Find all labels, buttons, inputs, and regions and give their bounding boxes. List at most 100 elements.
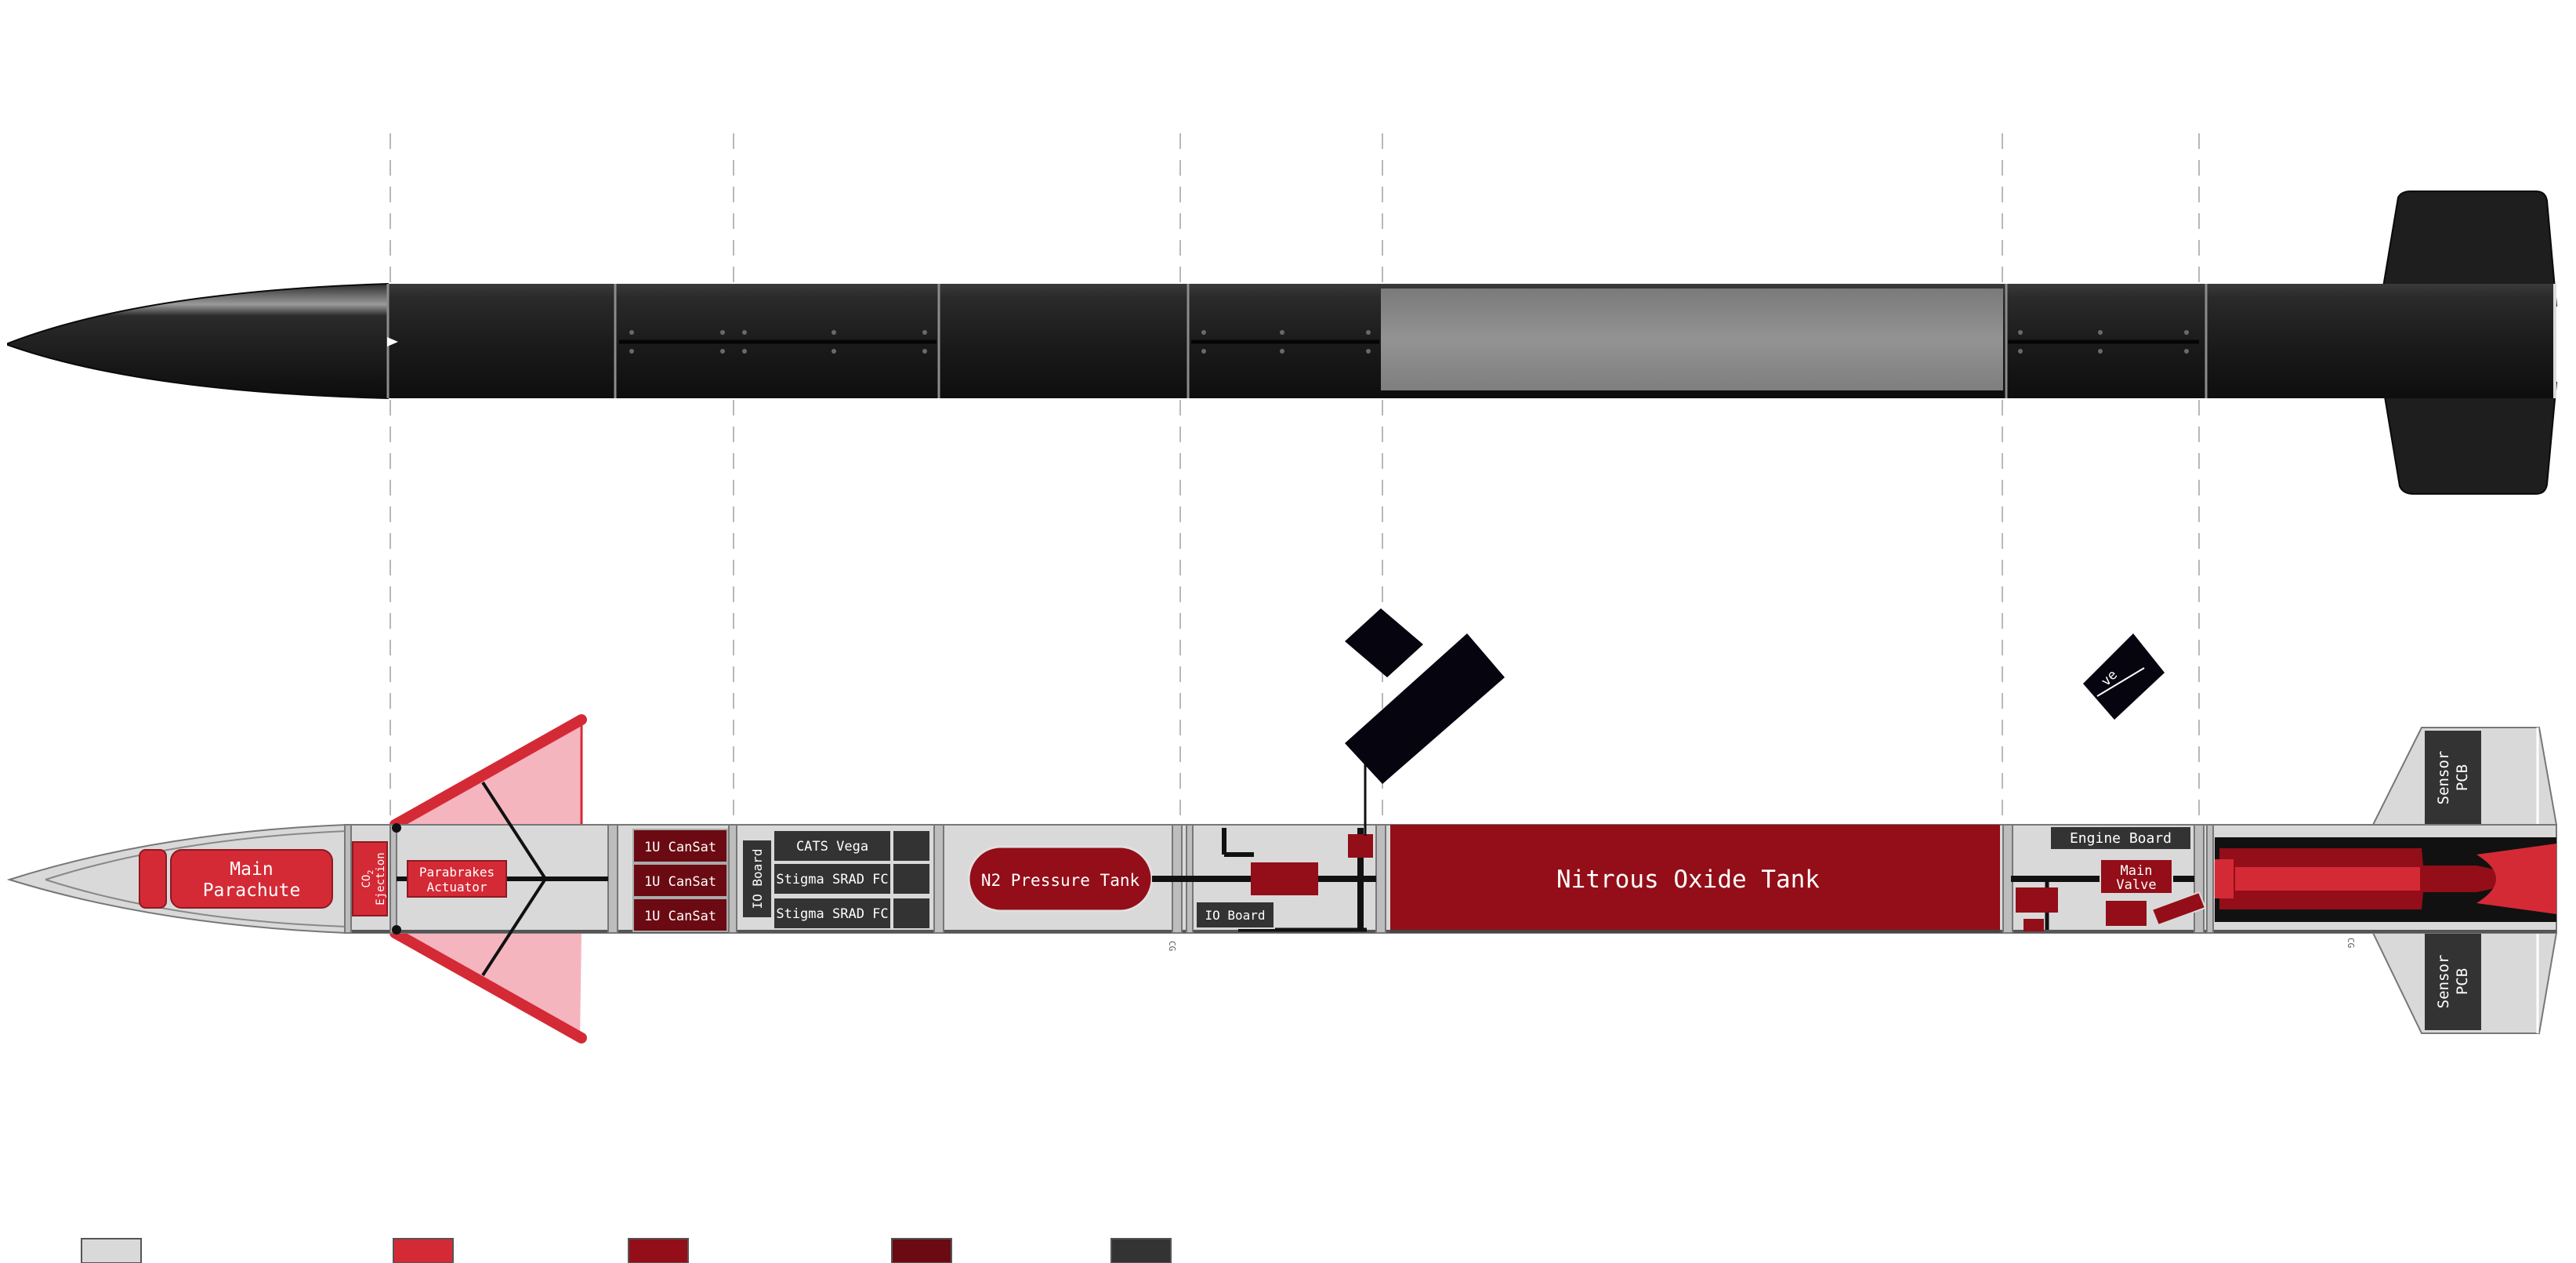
screw (1366, 349, 1371, 354)
purge-valve-small (2023, 919, 2044, 931)
regulator (1251, 862, 1318, 895)
screw (831, 330, 836, 335)
screw (2184, 349, 2189, 354)
co2-ejection (352, 841, 388, 916)
tank-window (1381, 289, 2003, 390)
screw (831, 349, 836, 354)
pivot (392, 925, 401, 935)
rocket-exterior-render (7, 191, 2558, 495)
screw (922, 330, 927, 335)
legend-swatch-structure (81, 1238, 142, 1263)
nitrous-oxide-tank (1390, 825, 2000, 931)
sensor-pcb-top (2425, 731, 2481, 825)
main-parachute-label-1: Main (230, 859, 273, 880)
cansat-1 (632, 829, 728, 863)
cansat-1-label: 1U CanSat (644, 840, 716, 855)
parabrakes-label-2: Actuator (426, 880, 487, 895)
parabrakes-actuator (407, 860, 507, 898)
nitrous-oxide-tank-label: Nitrous Oxide Tank (1556, 866, 1820, 894)
legend-swatch-recovery (393, 1238, 454, 1263)
screw (1280, 349, 1284, 354)
n2-pressure-tank-label: N2 Pressure Tank (981, 871, 1140, 890)
screw (629, 349, 634, 354)
screw (720, 349, 725, 354)
injector (2215, 859, 2234, 898)
rocket-cutaway-schematic: Main Parachute CO2 Ejection Parabrakes A… (6, 608, 2558, 1043)
screw (1366, 330, 1371, 335)
battery-2 (893, 864, 929, 894)
battery-3 (893, 898, 929, 928)
screw (2098, 349, 2103, 354)
screw (1201, 349, 1206, 354)
co2-label: CO (360, 875, 373, 888)
main-parachute (170, 849, 333, 909)
cats-vega (774, 831, 890, 861)
stigma-fc-1 (774, 864, 890, 894)
cansat-3 (632, 898, 728, 932)
bulkhead (389, 824, 397, 934)
screw (2018, 330, 2023, 335)
io-board-vertical (743, 840, 771, 917)
bulkhead (607, 824, 618, 934)
engine-board (2049, 826, 2192, 851)
screw (2018, 349, 2023, 354)
airbrake-arm-top (389, 714, 587, 830)
vent-part-small (1345, 608, 1423, 677)
legend-swatch-electronics (1110, 1238, 1172, 1263)
legend-swatch-payload (891, 1238, 952, 1263)
bulkhead (2206, 824, 2214, 934)
cansat-2-label: 1U CanSat (644, 874, 716, 890)
screw (742, 349, 747, 354)
sensor-pcb-bottom-label-1: Sensor (2435, 955, 2452, 1009)
vent-part-large (1345, 633, 1505, 784)
parabrakes-label-1: Parabrakes (419, 865, 495, 880)
nose-cone-inner (45, 879, 347, 927)
nose-marker (387, 337, 398, 347)
screw (1201, 330, 1206, 335)
purge-valve (2016, 887, 2058, 913)
brake-linkage (481, 781, 548, 977)
upper-fin (2382, 191, 2558, 307)
cansat-2 (632, 863, 728, 898)
valve-part-line (2096, 667, 2145, 697)
cats-vega-label: CATS Vega (796, 839, 868, 855)
motor-port (2235, 867, 2420, 891)
stigma-fc-2-label: Stigma SRAD FC (776, 906, 888, 922)
screw (2098, 330, 2103, 335)
main-parachute-label-2: Parachute (203, 880, 301, 901)
bulkhead (1375, 824, 1386, 934)
stigma-fc-2 (774, 898, 890, 928)
co2-subscript: 2 (367, 870, 375, 875)
io-board-vertical-label: IO Board (750, 848, 765, 909)
main-valve-label-2: Valve (2116, 877, 2156, 893)
lower-fin (2381, 382, 2558, 495)
screw (1280, 330, 1284, 335)
main-valve-label-1: Main (2121, 863, 2153, 879)
screw (629, 330, 634, 335)
bulkhead (933, 824, 944, 934)
airbrake-arm-bottom (389, 927, 587, 1043)
tail-edge (2553, 284, 2556, 398)
screw (742, 330, 747, 335)
bulkhead (728, 824, 737, 934)
valve-part (2083, 633, 2165, 720)
battery-1 (893, 831, 929, 861)
cg-marker: CG (2346, 938, 2356, 948)
legend (81, 1238, 1172, 1263)
screw (2184, 330, 2189, 335)
sensor-pcb-bottom-label-2: PCB (2454, 968, 2471, 995)
sensor-pcb-top-label-2: PCB (2454, 764, 2471, 791)
section-divider-lines (389, 133, 2200, 847)
nose-cone (7, 282, 389, 400)
engine-board-label: Engine Board (2070, 830, 2172, 847)
cg-marker: CG (1167, 941, 1177, 951)
nozzle (2476, 844, 2556, 914)
cansat-3-label: 1U CanSat (644, 909, 716, 924)
co2-ejection-label: Ejection (375, 852, 387, 905)
screw (720, 330, 725, 335)
pivot (392, 823, 401, 833)
screw (922, 349, 927, 354)
bulkhead (344, 824, 352, 934)
stigma-fc-1-label: Stigma SRAD FC (776, 872, 888, 887)
